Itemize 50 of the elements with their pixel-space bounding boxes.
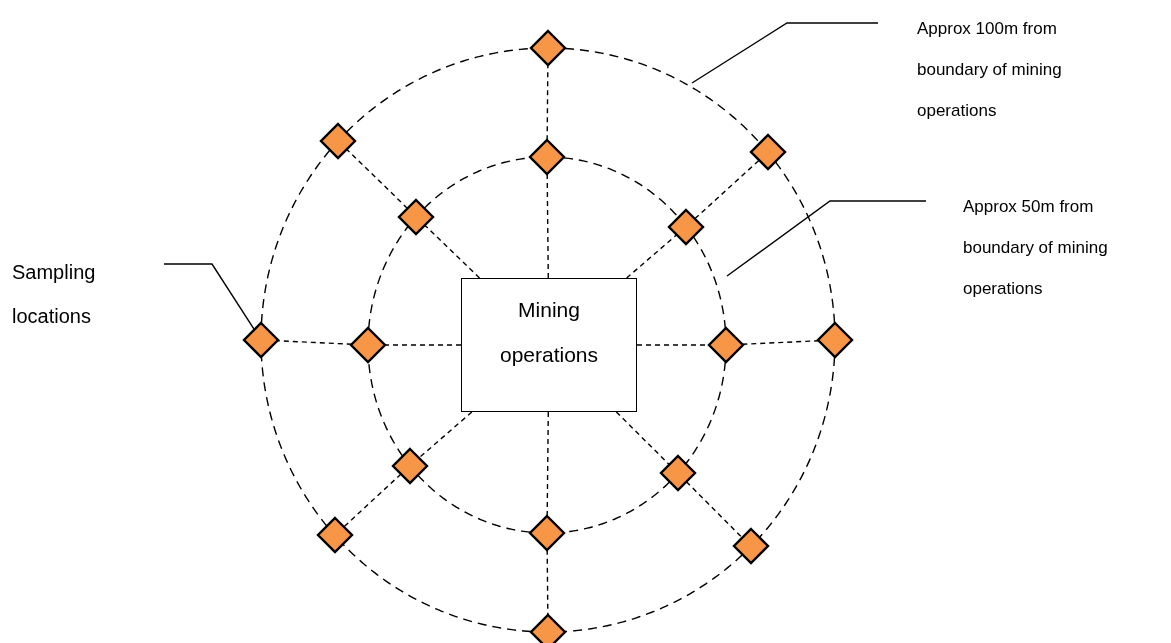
diamond-marker: [658, 454, 697, 493]
dashed-ring-arc: [684, 361, 726, 465]
diamond-marker: [707, 326, 745, 364]
dashed-line: [546, 64, 549, 141]
dashed-ring-arc: [368, 225, 410, 329]
dashed-ring-arc: [342, 543, 532, 633]
dashed-line: [615, 411, 671, 466]
callout-label: Sampling locations: [12, 250, 164, 334]
leader-line: [163, 263, 256, 331]
process-box: Mining operations: [461, 278, 637, 412]
dashed-line: [384, 344, 462, 346]
dashed-ring-arc: [368, 361, 404, 457]
diamond-marker: [390, 446, 429, 485]
diamond-marker: [731, 527, 770, 566]
diamond-marker: [315, 516, 354, 555]
dashed-line: [546, 549, 549, 616]
dashed-ring-arc: [564, 47, 761, 144]
dashed-line: [625, 233, 678, 279]
dashed-line: [741, 340, 820, 345]
diamond-marker: [529, 29, 567, 67]
leader-line: [691, 22, 879, 84]
dashed-line: [418, 411, 473, 459]
dashed-line: [342, 473, 402, 528]
diamond-marker: [528, 138, 566, 176]
dashed-ring-arc: [564, 554, 744, 633]
dashed-line: [346, 148, 409, 210]
dashed-line: [546, 411, 549, 517]
diamond-marker: [667, 207, 706, 246]
diamond-marker: [319, 121, 358, 160]
diamond-marker: [242, 321, 280, 359]
diamond-marker: [529, 613, 567, 643]
diamond-marker: [528, 514, 566, 552]
dashed-ring-arc: [417, 474, 531, 533]
callout-label: Approx 50m from boundary of mining operations: [926, 186, 1162, 312]
dashed-ring-arc: [692, 235, 726, 329]
diamond-marker: [748, 133, 787, 172]
dashed-line: [546, 173, 549, 279]
dashed-ring-arc: [260, 149, 331, 324]
diamond-marker: [816, 321, 854, 359]
leader-line: [726, 200, 927, 277]
callout-label: Approx 100m from boundary of mining operations: [878, 8, 1098, 134]
dashed-line: [694, 159, 760, 220]
diamond-marker: [397, 197, 436, 236]
dashed-line: [424, 224, 481, 279]
dashed-ring-arc: [774, 161, 836, 324]
dashed-ring-arc: [260, 356, 328, 527]
dashed-line: [276, 340, 353, 345]
dashed-ring-arc: [758, 356, 836, 539]
diamond-marker: [349, 326, 387, 364]
dashed-line: [685, 481, 744, 539]
